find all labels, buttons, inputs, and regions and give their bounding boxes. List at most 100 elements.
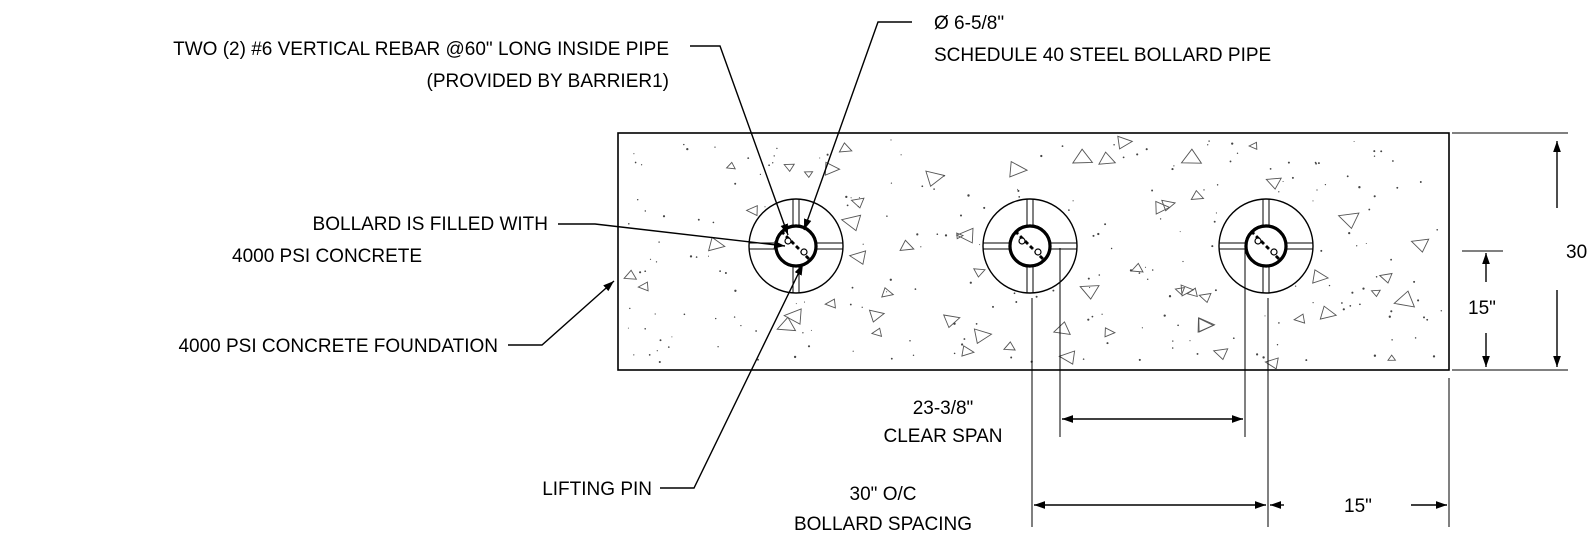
- aggregate-dot: [1035, 295, 1038, 298]
- aggregate-dot: [1312, 200, 1314, 202]
- aggregate-dot: [747, 157, 750, 160]
- aggregate-dot: [644, 270, 647, 273]
- aggregate-dot: [961, 343, 964, 346]
- aggregate-dot: [1163, 314, 1166, 317]
- aggregate-dot: [1320, 249, 1323, 252]
- spacing-label: BOLLARD SPACING: [794, 514, 972, 535]
- aggregate-dot: [768, 164, 770, 167]
- aggregate-triangle: [972, 268, 986, 278]
- aggregate-dot: [715, 317, 717, 320]
- aggregate-dot: [1278, 191, 1280, 193]
- aggregate-triangle: [1186, 287, 1198, 298]
- aggregate-triangle: [850, 197, 865, 209]
- aggregate-triangle: [824, 298, 836, 309]
- aggregate-triangle: [1337, 212, 1360, 230]
- aggregate-triangle: [803, 171, 814, 179]
- aggregate-dot: [1348, 231, 1351, 235]
- dimension-lines: [1034, 141, 1561, 509]
- aggregate-dot: [1316, 189, 1318, 191]
- aggregate-triangle: [1071, 148, 1094, 164]
- aggregate-dot: [890, 139, 892, 141]
- aggregate-dot: [1173, 165, 1175, 167]
- aggregate-dot: [759, 173, 762, 176]
- aggregate-dot: [862, 243, 864, 245]
- aggregate-triangle: [1393, 290, 1416, 308]
- aggregate-triangle: [848, 250, 867, 266]
- aggregate-dot: [627, 327, 629, 329]
- aggregate-dot: [628, 223, 630, 225]
- lifting-pin-note: LIFTING PIN: [542, 479, 652, 500]
- aggregate-dot: [1436, 228, 1439, 231]
- aggregate-dot: [1353, 141, 1355, 142]
- aggregate-dot: [1179, 231, 1181, 233]
- aggregate-dot: [1282, 180, 1284, 183]
- aggregate-dot: [857, 205, 859, 208]
- aggregate-triangle: [1009, 160, 1029, 178]
- aggregate-dot: [644, 328, 646, 330]
- aggregate-dot: [1015, 301, 1018, 303]
- aggregate-triangle: [1265, 177, 1283, 190]
- aggregate-dot: [969, 281, 972, 284]
- aggregate-triangle: [973, 328, 993, 345]
- aggregate-dot: [1373, 354, 1377, 357]
- aggregate-dot: [1413, 280, 1416, 283]
- aggregate-dot: [1189, 340, 1191, 342]
- aggregate-dot: [1151, 269, 1154, 271]
- aggregate-dot: [1087, 318, 1090, 321]
- aggregate-dot: [1215, 212, 1217, 214]
- aggregate-triangle: [1264, 357, 1279, 370]
- aggregate-dot: [1168, 295, 1172, 298]
- aggregate-triangle: [1319, 305, 1338, 320]
- aggregate-dot: [639, 271, 642, 274]
- aggregate-triangle: [955, 227, 974, 244]
- aggregate-dot: [803, 301, 806, 303]
- aggregate-dot: [1440, 310, 1443, 312]
- aggregate-dot: [707, 255, 710, 257]
- aggregate-dot: [1113, 144, 1115, 146]
- aggregate-dot: [757, 358, 759, 361]
- aggregate-dot: [1101, 313, 1103, 315]
- aggregate-triangle: [1180, 148, 1203, 164]
- aggregate-dot: [1082, 358, 1085, 360]
- aggregate-triangle: [870, 327, 883, 337]
- aggregate-dot: [658, 241, 660, 243]
- aggregate-dot: [1276, 344, 1279, 346]
- aggregate-dot: [649, 258, 652, 260]
- aggregate-dot: [1341, 302, 1343, 304]
- aggregate-triangle: [1104, 327, 1116, 338]
- aggregate-triangle: [881, 287, 895, 298]
- aggregate-triangle: [1052, 321, 1071, 335]
- aggregate-dot: [1214, 289, 1217, 292]
- aggregate-dot: [1091, 315, 1094, 318]
- aggregate-dot: [1365, 242, 1367, 245]
- spacing-value: 30" O/C: [850, 484, 917, 505]
- aggregate-dot: [1098, 274, 1101, 276]
- end-offset-dim: 15": [1344, 496, 1372, 517]
- aggregate-dot: [943, 175, 945, 177]
- aggregate-dot: [1203, 189, 1205, 191]
- aggregate-dot: [734, 182, 737, 185]
- aggregate-dot: [755, 330, 757, 332]
- foundation-note: 4000 PSI CONCRETE FOUNDATION: [178, 336, 498, 357]
- aggregate-dot: [1138, 358, 1141, 361]
- aggregate-triangle: [1098, 151, 1117, 165]
- clear-span-value: 23-3/8": [913, 398, 974, 419]
- aggregate-dot: [1211, 245, 1214, 248]
- aggregate-triangle: [840, 214, 862, 232]
- aggregate-triangle: [1312, 269, 1330, 284]
- overall-height-dim: 30: [1566, 242, 1587, 263]
- aggregate-triangle: [961, 345, 975, 357]
- extension-lines: [1031, 132, 1568, 527]
- aggregate-dot: [1264, 315, 1266, 317]
- aggregate-dot: [1317, 162, 1320, 165]
- aggregate-dot: [1396, 186, 1399, 189]
- aggregate-triangle: [1058, 350, 1076, 365]
- aggregate-dot: [636, 198, 639, 201]
- aggregate-dot: [1159, 218, 1162, 220]
- aggregate-dot: [671, 336, 673, 338]
- aggregate-dot: [1141, 327, 1143, 329]
- aggregate-dot: [1018, 196, 1021, 198]
- aggregate-dot: [655, 261, 658, 263]
- aggregate-dot: [1013, 292, 1016, 295]
- aggregate-dot: [1092, 234, 1095, 237]
